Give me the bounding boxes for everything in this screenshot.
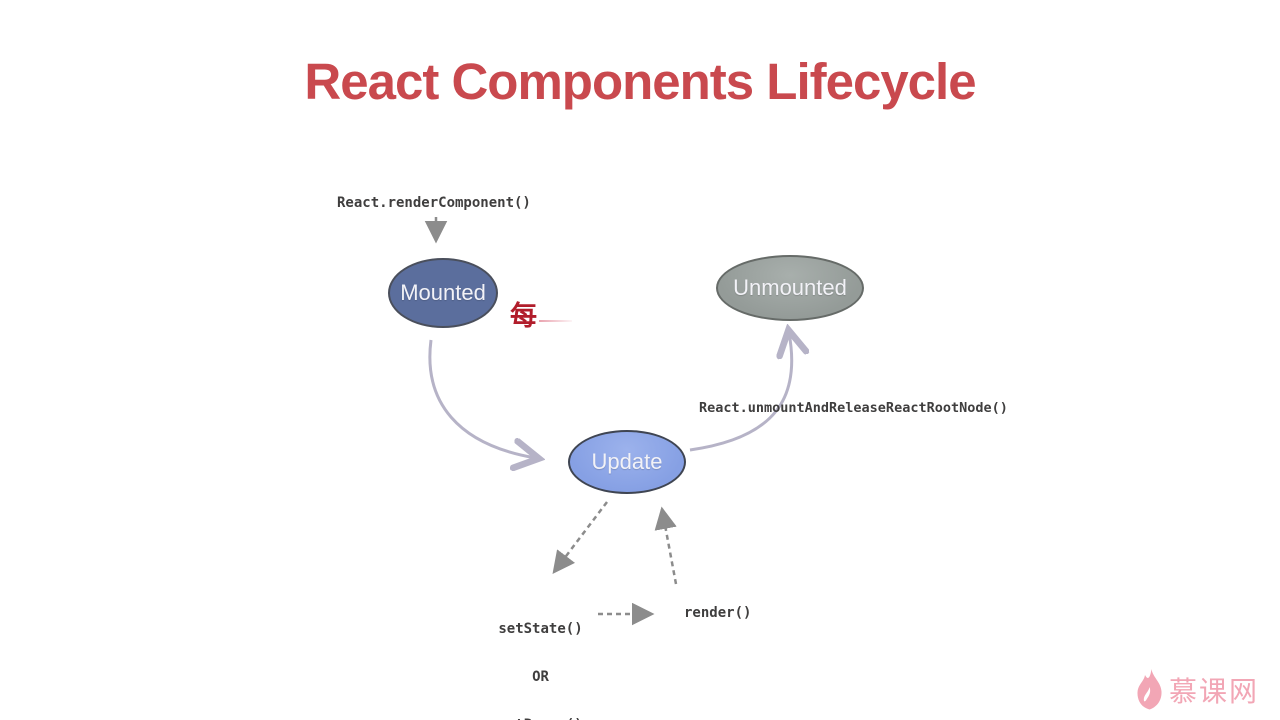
node-unmounted-label: Unmounted: [733, 275, 847, 300]
node-mounted: Mounted: [388, 258, 498, 328]
label-set-props: setProps(): [468, 717, 613, 720]
label-setstate-group: setState() OR setProps(): [468, 589, 613, 720]
flame-icon: [1137, 669, 1162, 710]
node-unmounted: Unmounted: [716, 255, 864, 321]
arrow-render-to-update: [654, 506, 678, 585]
node-update: Update: [568, 430, 686, 494]
label-render: render(): [684, 605, 752, 621]
arrow-update-to-unmounted: [689, 333, 792, 452]
label-render-component: React.renderComponent(): [337, 195, 531, 211]
label-set-state: setState(): [498, 621, 583, 637]
red-annotation-stroke: [539, 320, 572, 322]
node-update-label: Update: [591, 449, 663, 474]
arrow-mounted-to-update: [428, 339, 536, 458]
watermark: 慕课网: [1136, 668, 1259, 711]
red-annotation-character: 每: [510, 301, 537, 331]
page-title: React Components Lifecycle: [304, 53, 976, 110]
arrow-update-to-setstate: [552, 501, 608, 574]
watermark-text: 慕课网: [1169, 675, 1260, 707]
label-unmount-function: React.unmountAndReleaseReactRootNode(): [699, 400, 1008, 416]
label-or: OR: [532, 669, 549, 685]
node-mounted-label: Mounted: [400, 280, 486, 305]
